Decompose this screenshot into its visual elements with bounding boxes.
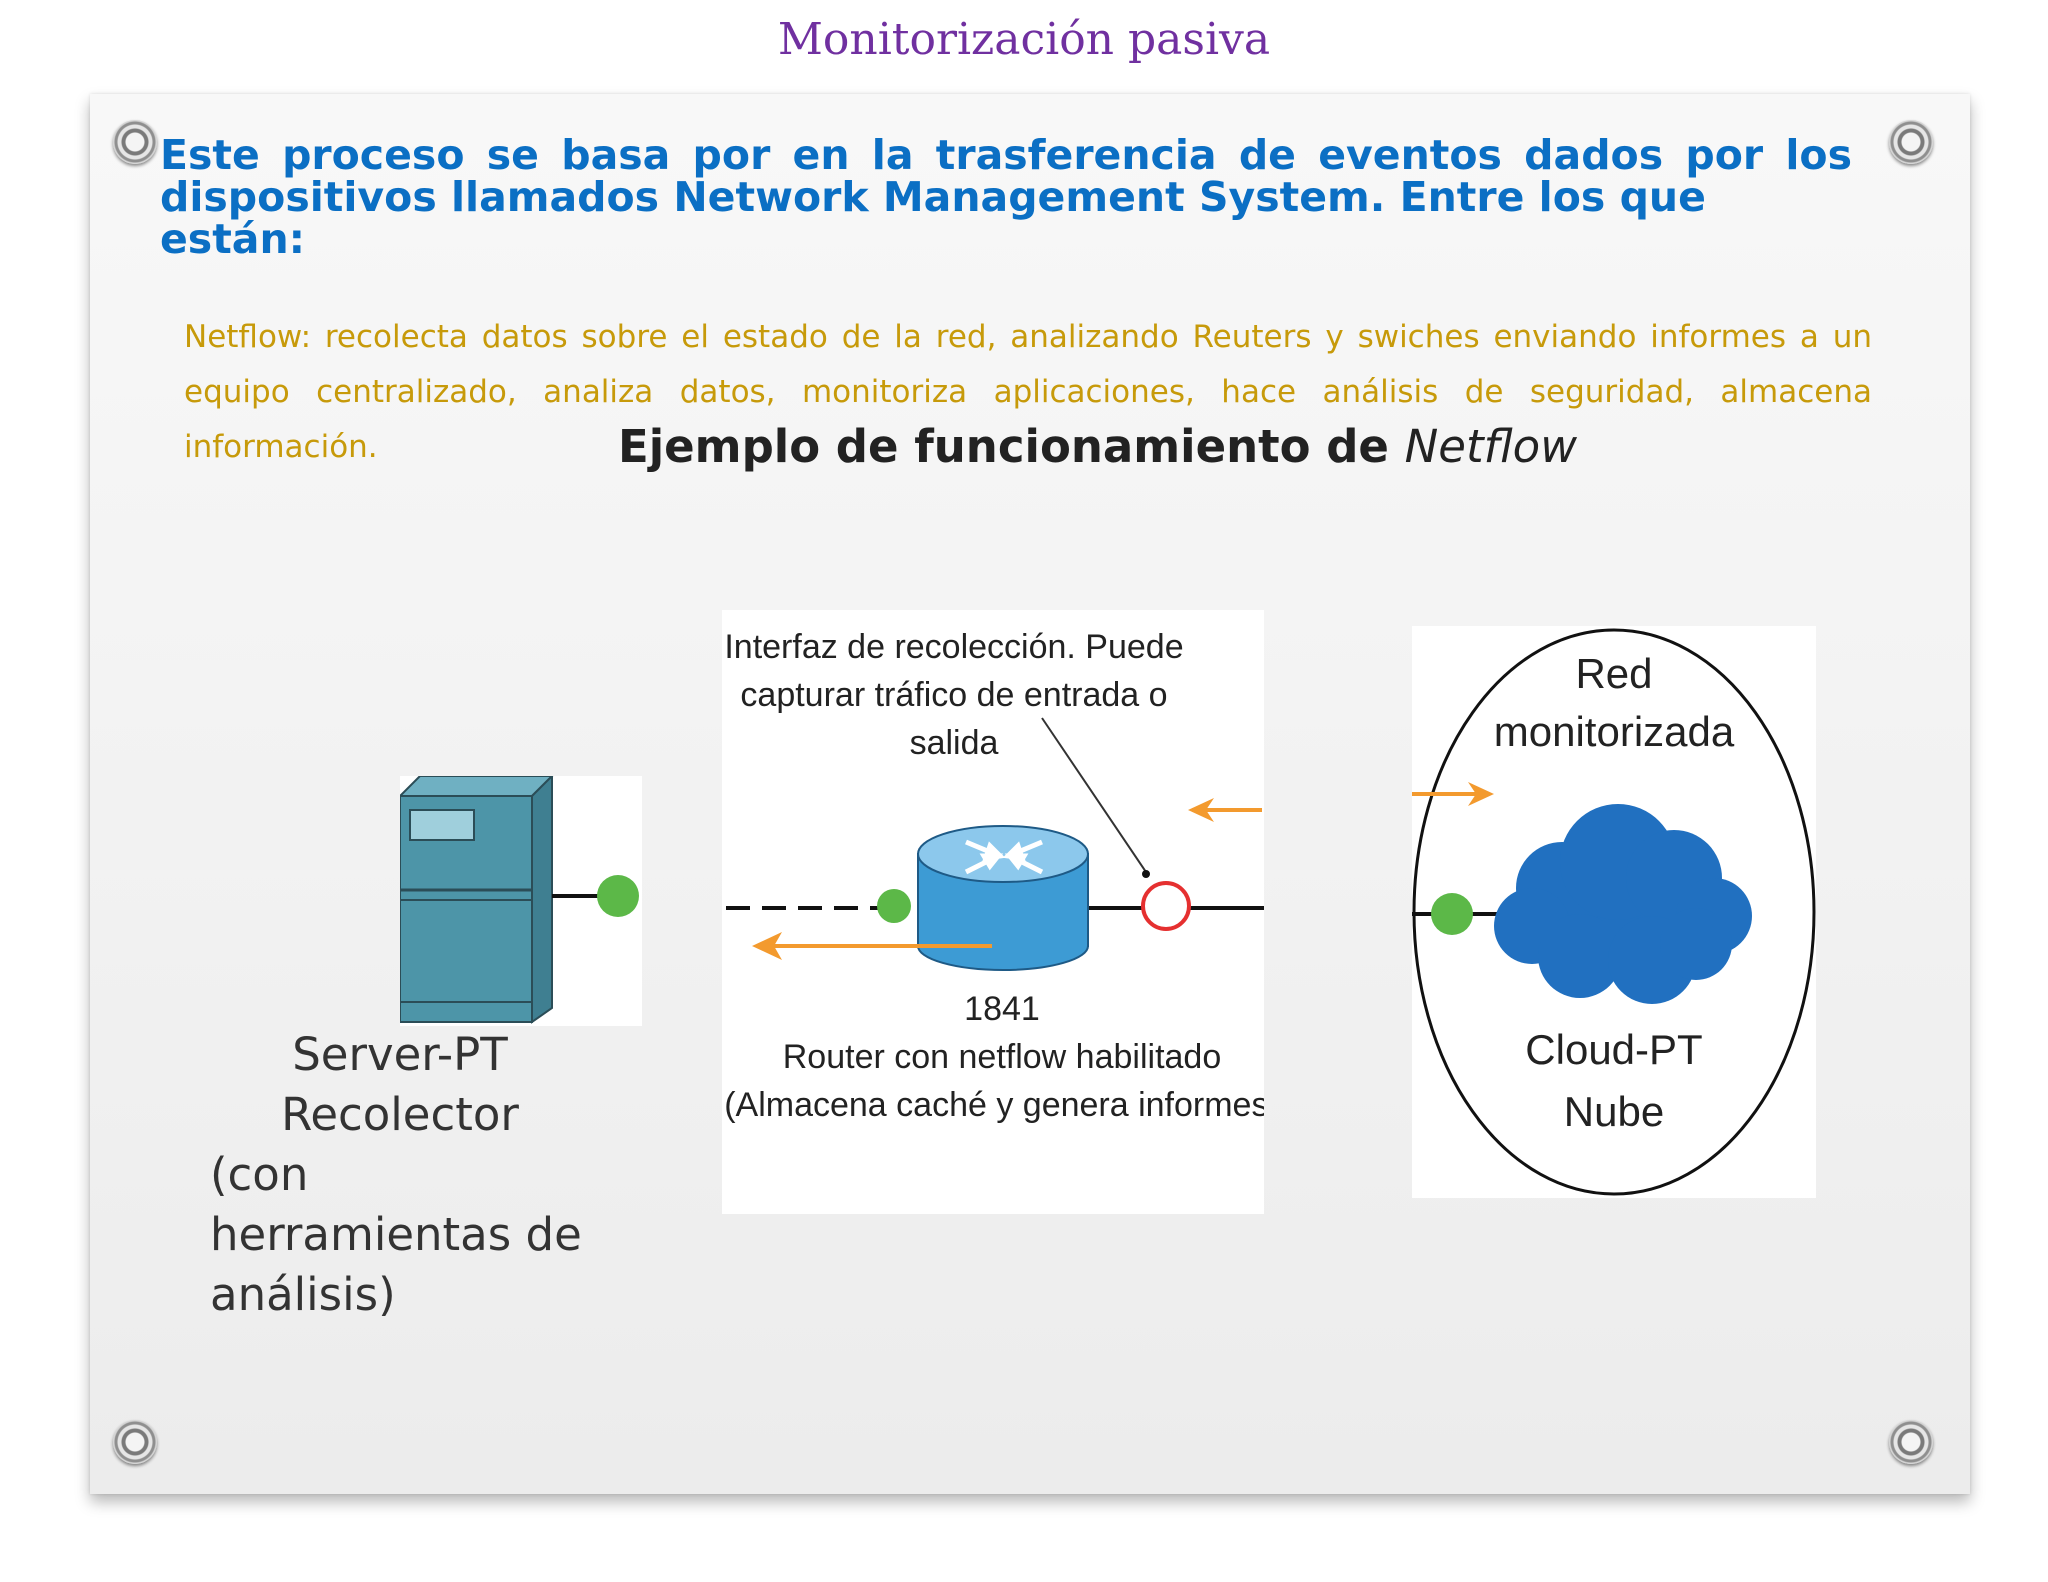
intro-line-1: Este proceso se basa por en la trasferen… bbox=[160, 131, 1852, 179]
example-title: Ejemplo de funcionamiento de Netflow bbox=[618, 420, 1577, 473]
server-display-icon bbox=[409, 809, 475, 841]
router-arrows-icon bbox=[964, 839, 1044, 875]
interface-caption-line-1: Interfaz de recolección. Puede bbox=[724, 628, 1183, 666]
interface-pointer-dot bbox=[1142, 870, 1150, 878]
interface-caption-line-2: capturar tráfico de entrada o bbox=[740, 676, 1167, 714]
router-diagram: Interfaz de recolección. Puede capturar … bbox=[722, 610, 1280, 1214]
network-label-line-1: Red bbox=[1575, 650, 1652, 697]
rivet-top-right bbox=[1889, 120, 1933, 164]
interface-pointer-line bbox=[1041, 717, 1147, 873]
rivet-top-left bbox=[113, 120, 157, 164]
page-title: Monitorización pasiva bbox=[777, 14, 1271, 65]
cloud-icon bbox=[1494, 804, 1752, 1004]
server-name: Server-PT bbox=[292, 1028, 508, 1081]
intro-text: Este proceso se basa por en la trasferen… bbox=[160, 134, 1852, 260]
router-icon bbox=[917, 825, 1089, 883]
rivet-bottom-right bbox=[1889, 1420, 1933, 1464]
incoming-traffic-arrowhead-icon bbox=[1188, 798, 1214, 822]
outgoing-report-arrowhead-icon bbox=[752, 932, 782, 960]
server-role: Recolector bbox=[281, 1088, 519, 1141]
example-title-netflow: Netflow bbox=[1404, 420, 1578, 473]
interface-caption-line-3: salida bbox=[910, 724, 999, 762]
server-detail-line-3: análisis) bbox=[210, 1268, 396, 1321]
server-detail-line-1: (con bbox=[210, 1148, 309, 1201]
server-svg bbox=[397, 773, 639, 1024]
cloud-role: Nube bbox=[1564, 1088, 1664, 1135]
router-svg: Interfaz de recolección. Puede capturar … bbox=[724, 628, 1280, 1124]
cloud-diagram: Red monitorizada Cloud-PT Nube bbox=[1412, 626, 1816, 1198]
netflow-description: Netflow: recolecta datos sobre el estado… bbox=[184, 319, 1872, 465]
server-top-face bbox=[397, 775, 555, 797]
router-port-node-icon bbox=[877, 889, 911, 923]
router-description-line-2: (Almacena caché y genera informes) bbox=[724, 1086, 1264, 1124]
router-model: 1841 bbox=[964, 990, 1040, 1028]
rivet-bottom-left bbox=[113, 1420, 157, 1464]
cloud-outgoing-arrowhead-icon bbox=[1468, 782, 1494, 806]
cloud-svg: Red monitorizada Cloud-PT Nube bbox=[1412, 628, 1816, 1196]
example-title-prefix: Ejemplo de funcionamiento de bbox=[618, 420, 1405, 473]
cloud-name: Cloud-PT bbox=[1525, 1026, 1702, 1073]
server-diagram bbox=[397, 773, 642, 1026]
cloud-port-node-icon bbox=[1431, 893, 1473, 935]
server-detail-line-2: herramientas de bbox=[210, 1208, 582, 1261]
intro-line-2: dispositivos llamados Network Management… bbox=[160, 173, 1706, 263]
network-label-line-2: monitorizada bbox=[1494, 708, 1735, 755]
server-side-face bbox=[531, 773, 553, 1024]
server-port-node-icon bbox=[597, 875, 639, 917]
server-label: Server-PT Recolector (con herramientas d… bbox=[210, 1025, 590, 1325]
router-description-line-1: Router con netflow habilitado bbox=[783, 1038, 1222, 1076]
capture-interface-ring-icon bbox=[1141, 881, 1191, 931]
